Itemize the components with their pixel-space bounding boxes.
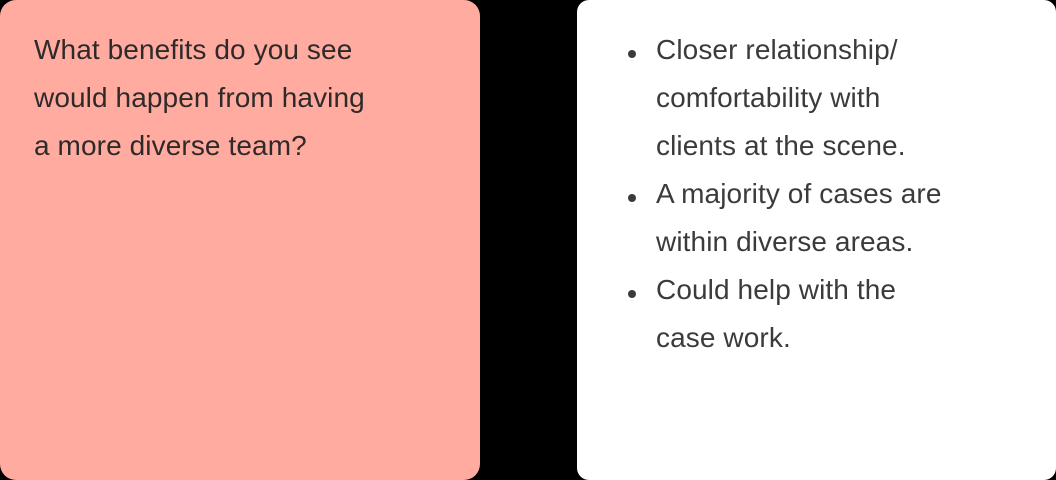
- bullet-text: Closer relationship/ comfortability with…: [656, 26, 906, 170]
- question-text-line: What benefits do you see: [34, 34, 353, 65]
- bullet-dot-icon: [628, 50, 636, 58]
- bullet-dot-icon: [628, 290, 636, 298]
- answer-bullet-list: Closer relationship/ comfortability with…: [628, 26, 1032, 362]
- bullet-text: Could help with the case work.: [656, 266, 896, 362]
- bullet-item: Could help with the case work.: [628, 266, 1032, 362]
- bullet-item: Closer relationship/ comfortability with…: [628, 26, 1032, 170]
- question-text-line: would happen from having: [34, 82, 365, 113]
- bullet-item: A majority of cases are within diverse a…: [628, 170, 1032, 266]
- bullet-text-line: Closer relationship/: [656, 34, 898, 65]
- bullet-text-line: case work.: [656, 322, 791, 353]
- bullet-text-line: comfortability with: [656, 82, 881, 113]
- bullet-dot-icon: [628, 194, 636, 202]
- answer-card: Closer relationship/ comfortability with…: [577, 0, 1056, 480]
- question-card: What benefits do you see would happen fr…: [0, 0, 480, 480]
- bullet-text: A majority of cases are within diverse a…: [656, 170, 942, 266]
- bullet-text-line: clients at the scene.: [656, 130, 906, 161]
- bullet-text-line: A majority of cases are: [656, 178, 942, 209]
- question-text-line: a more diverse team?: [34, 130, 307, 161]
- bullet-text-line: Could help with the: [656, 274, 897, 305]
- bullet-text-line: within diverse areas.: [656, 226, 914, 257]
